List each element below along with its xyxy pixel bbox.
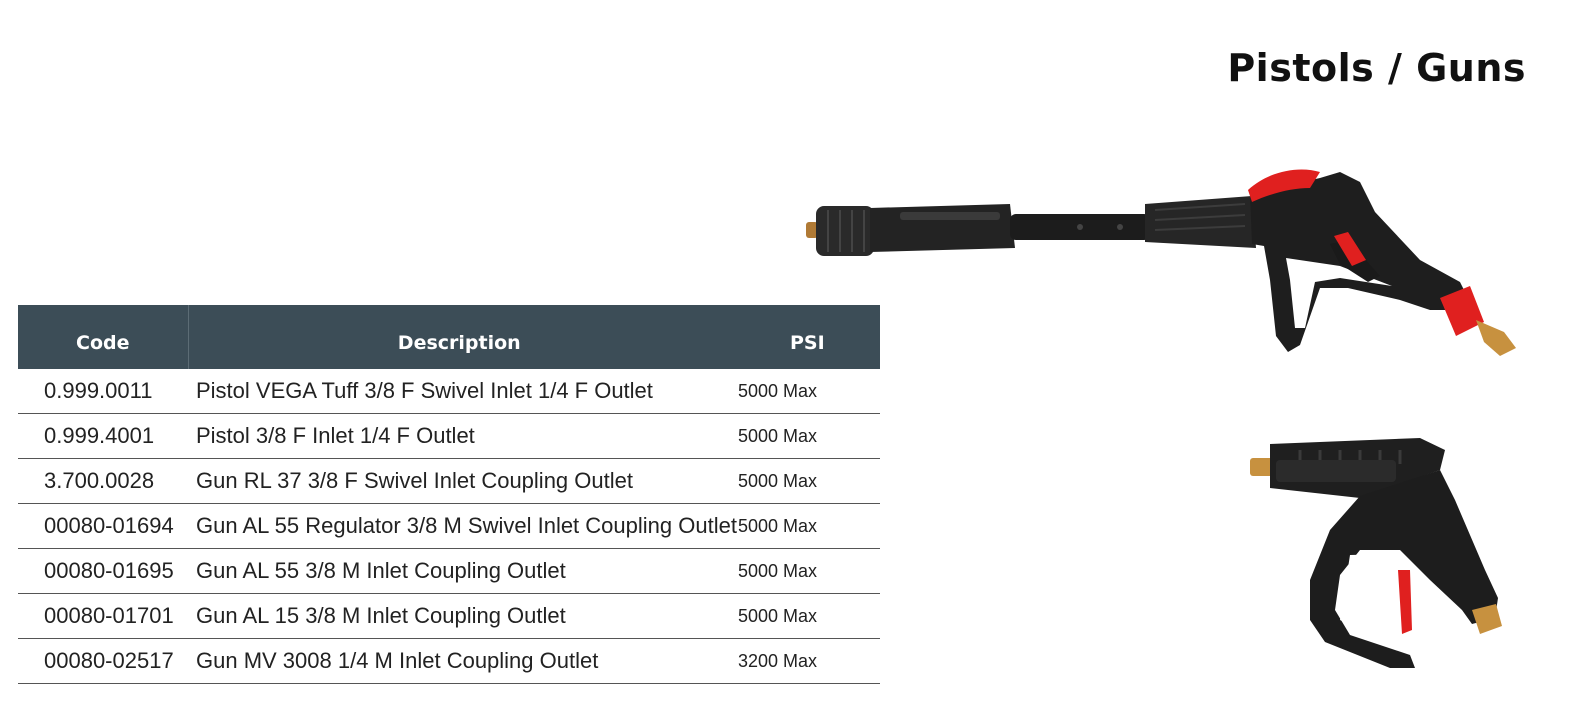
lance-pistol-image (806, 169, 1516, 356)
table-header-row: Code Description PSI (18, 305, 880, 369)
page-title: Pistols / Guns (1227, 46, 1526, 90)
cell-code: 3.700.0028 (18, 458, 188, 504)
cell-code: 00080-01695 (18, 548, 188, 594)
cell-psi: 5000 Max (730, 593, 880, 639)
compact-gun-image (1250, 438, 1502, 668)
product-table: Code Description PSI 0.999.0011 Pistol V… (18, 305, 880, 684)
cell-psi: 3200 Max (730, 638, 880, 684)
table-row: 3.700.0028 Gun RL 37 3/8 F Swivel Inlet … (18, 458, 880, 504)
cell-psi: 5000 Max (730, 369, 880, 414)
header-psi: PSI (730, 305, 880, 369)
cell-psi: 5000 Max (730, 458, 880, 504)
cell-code: 0.999.4001 (18, 413, 188, 459)
table-row: 00080-02517 Gun MV 3008 1/4 M Inlet Coup… (18, 638, 880, 684)
table-row: 0.999.0011 Pistol VEGA Tuff 3/8 F Swivel… (18, 369, 880, 414)
cell-description: Gun AL 15 3/8 M Inlet Coupling Outlet (188, 593, 730, 639)
cell-psi: 5000 Max (730, 413, 880, 459)
cell-description: Gun MV 3008 1/4 M Inlet Coupling Outlet (188, 638, 730, 684)
cell-description: Gun AL 55 Regulator 3/8 M Swivel Inlet C… (188, 503, 737, 549)
cell-code: 0.999.0011 (18, 369, 188, 414)
cell-description: Pistol VEGA Tuff 3/8 F Swivel Inlet 1/4 … (188, 369, 730, 414)
header-code: Code (18, 305, 189, 369)
cell-code: 00080-02517 (18, 638, 188, 684)
cell-description: Gun RL 37 3/8 F Swivel Inlet Coupling Ou… (188, 458, 730, 504)
cell-code: 00080-01694 (18, 503, 188, 549)
table-row: 0.999.4001 Pistol 3/8 F Inlet 1/4 F Outl… (18, 413, 880, 459)
cell-psi: 5000 Max (730, 503, 880, 549)
cell-code: 00080-01701 (18, 593, 188, 639)
cell-description: Pistol 3/8 F Inlet 1/4 F Outlet (188, 413, 730, 459)
table-row: 00080-01694 Gun AL 55 Regulator 3/8 M Sw… (18, 503, 880, 549)
cell-description: Gun AL 55 3/8 M Inlet Coupling Outlet (188, 548, 730, 594)
table-row: 00080-01695 Gun AL 55 3/8 M Inlet Coupli… (18, 548, 880, 594)
header-description: Description (188, 305, 730, 369)
table-row: 00080-01701 Gun AL 15 3/8 M Inlet Coupli… (18, 593, 880, 639)
cell-psi: 5000 Max (730, 548, 880, 594)
